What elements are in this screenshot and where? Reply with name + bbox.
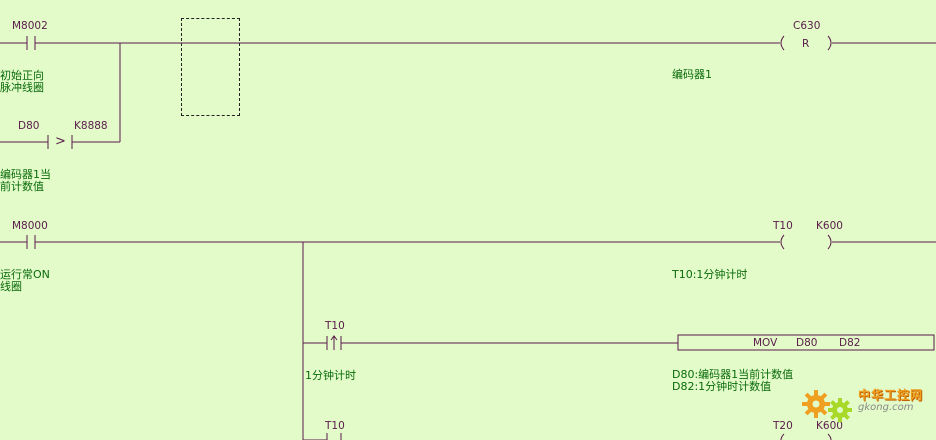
coil-c630-right[interactable] (827, 35, 832, 51)
contact-m8002-comment: 初始正向 脉冲线圈 (0, 69, 44, 94)
compare-comment: 编码器1当 前计数值 (0, 168, 51, 193)
coil-t10-left[interactable] (780, 234, 785, 250)
gkong-watermark: 中华工控网 gkong.com (800, 380, 936, 440)
coil-t20-right[interactable] (827, 433, 832, 440)
contact-m8002-label: M8002 (12, 20, 48, 32)
watermark-en-text: gkong.com (858, 402, 914, 413)
compare-operator: > (55, 134, 66, 149)
contact-t10-label: T10 (325, 320, 345, 332)
coil-t20-left[interactable] (780, 433, 785, 440)
mov-instruction-box[interactable] (677, 334, 935, 351)
mov-instruction-name: MOV (753, 337, 778, 349)
watermark-cn-text: 中华工控网 (858, 388, 924, 402)
compare-left-operand: D80 (18, 120, 40, 132)
contact-t10b-label: T10 (325, 420, 345, 432)
rising-edge-arrow-head (330, 335, 338, 341)
coil-c630-type: R (802, 38, 810, 50)
mov-operand-dest: D82 (839, 337, 861, 349)
contact-t10-comment: 1分钟计时 (305, 369, 356, 382)
contact-m8000-comment: 运行常ON 线圈 (0, 268, 50, 293)
contact-m8000-label: M8000 (12, 220, 48, 232)
mov-operand-source: D80 (796, 337, 818, 349)
gear-icon (802, 390, 852, 422)
coil-t20-constant: K600 (816, 420, 843, 432)
coil-t10-constant: K600 (816, 220, 843, 232)
coil-t10-right[interactable] (827, 234, 832, 250)
mov-comment: D80:编码器1当前计数值 D82:1分钟时计数值 (672, 368, 794, 393)
coil-t20-label: T20 (773, 420, 793, 432)
coil-c630-left[interactable] (780, 35, 785, 51)
selection-cursor[interactable] (181, 18, 240, 116)
coil-c630-comment: 编码器1 (672, 68, 712, 81)
coil-t10-comment: T10:1分钟计时 (672, 268, 748, 281)
coil-c630-label: C630 (793, 20, 821, 32)
compare-right-operand: K8888 (74, 120, 108, 132)
coil-t10-label: T10 (773, 220, 793, 232)
